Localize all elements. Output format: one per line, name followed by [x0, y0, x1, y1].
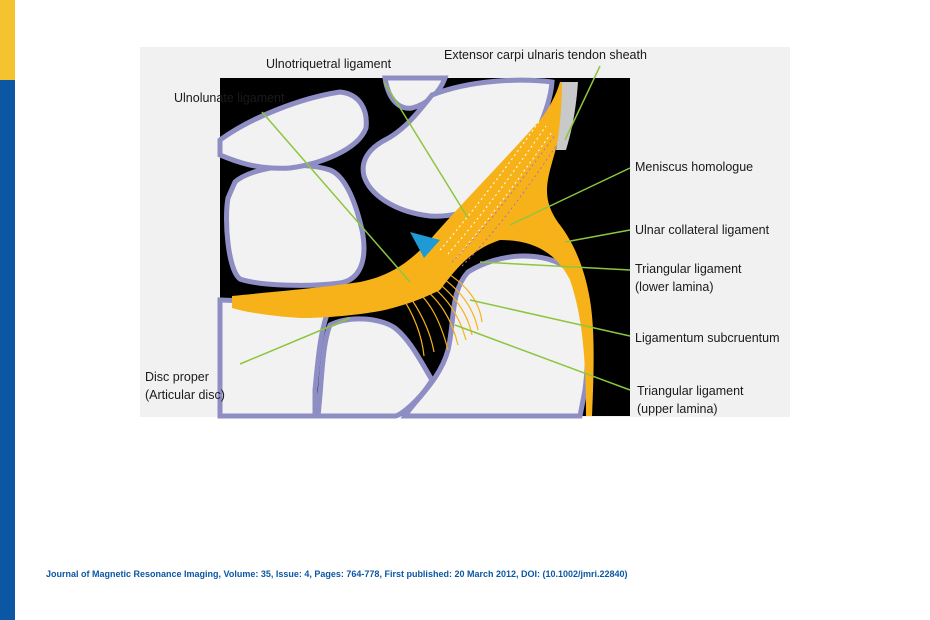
- label-ulnotriquetral-ligament: Ulnotriquetral ligament: [266, 57, 392, 71]
- meniscus-dotted-fibres: [439, 119, 553, 259]
- label-triangular-ligament-lower: Triangular ligament: [635, 262, 742, 276]
- triangular-ligament-fibres: [399, 265, 483, 357]
- carpal-bone-upper-left: [217, 89, 369, 171]
- sigmoid-notch-bone: [315, 316, 435, 419]
- citation: Journal of Magnetic Resonance Imaging, V…: [46, 569, 628, 579]
- label-disc-proper: Disc proper: [145, 370, 209, 384]
- label-lower-lamina: (lower lamina): [635, 280, 714, 294]
- label-ecu-tendon-sheath: Extensor carpi ulnaris tendon sheath: [444, 48, 647, 62]
- label-ulnar-collateral-ligament: Ulnar collateral ligament: [635, 223, 770, 237]
- label-ligamentum-subcruentum: Ligamentum subcruentum: [635, 331, 780, 345]
- label-articular-disc: (Articular disc): [145, 388, 225, 402]
- label-triangular-ligament-upper: Triangular ligament: [637, 384, 744, 398]
- disc-proper-ligament: [232, 82, 594, 416]
- left-accent-highlight: [0, 0, 15, 80]
- ecu-sheath-dotted: [451, 133, 561, 267]
- carpal-bone-top: [382, 75, 449, 111]
- left-accent-bar: [0, 0, 15, 620]
- prestyloid-recess: [410, 232, 440, 258]
- label-ulnolunate-ligament: Ulnolunate ligament: [174, 91, 285, 105]
- ecu-tendon-sheath: [556, 82, 578, 150]
- lunate-bone: [224, 163, 367, 288]
- ulna-head-bone: [400, 253, 591, 419]
- label-meniscus-homologue: Meniscus homologue: [635, 160, 753, 174]
- label-upper-lamina: (upper lamina): [637, 402, 718, 416]
- leader-lines: [239, 65, 631, 391]
